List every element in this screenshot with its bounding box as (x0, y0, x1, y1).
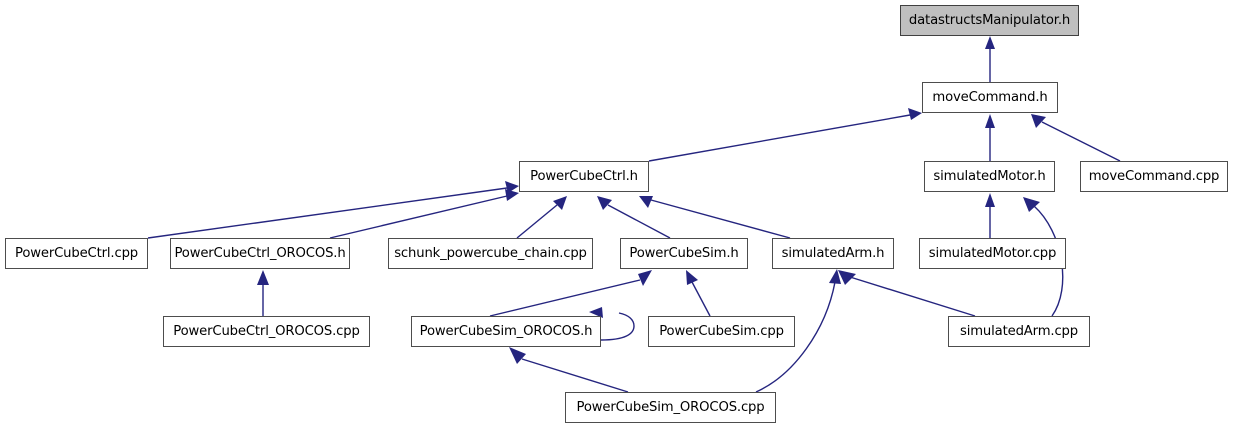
arrowhead (509, 347, 526, 364)
node-simulatedMotor-cpp[interactable]: simulatedMotor.cpp (919, 238, 1066, 269)
edge-simulatedArm_h-to-PowerCubeCtrl_h (650, 199, 791, 239)
node-PowerCubeCtrl-OROCOS-cpp[interactable]: PowerCubeCtrl_OROCOS.cpp (163, 316, 370, 347)
node-schunk-powercube-chain-cpp[interactable]: schunk_powercube_chain.cpp (388, 238, 593, 269)
arrowhead (1031, 114, 1046, 128)
node-PowerCubeSim-h[interactable]: PowerCubeSim.h (620, 238, 748, 269)
edge-PowerCubeSim_cpp-to-PowerCubeSim_h (691, 281, 711, 317)
node-datastructsManipulator-h[interactable]: datastructsManipulator.h (900, 5, 1079, 36)
arrowhead (985, 36, 995, 49)
node-moveCommand-cpp[interactable]: moveCommand.cpp (1080, 161, 1228, 192)
arrowhead (829, 269, 841, 284)
arrowhead (597, 196, 612, 210)
node-PowerCubeSim-OROCOS-cpp[interactable]: PowerCubeSim_OROCOS.cpp (565, 392, 776, 423)
node-PowerCubeCtrl-h[interactable]: PowerCubeCtrl.h (519, 161, 649, 192)
node-simulatedMotor-h[interactable]: simulatedMotor.h (924, 161, 1055, 192)
arrowhead (985, 114, 995, 128)
arrowhead (639, 196, 653, 208)
edge-schunk_powercube_chain_cpp-to-PowerCubeCtrl_h (516, 204, 558, 239)
arrowhead (553, 196, 567, 210)
edge-PowerCubeCtrl_OROCOS_h-to-PowerCubeCtrl_h (329, 195, 508, 239)
arrowhead (1023, 197, 1040, 212)
arrowhead (686, 270, 698, 285)
arrowhead (985, 193, 995, 207)
node-PowerCubeSim-OROCOS-h[interactable]: PowerCubeSim_OROCOS.h (411, 316, 601, 347)
node-PowerCubeSim-cpp[interactable]: PowerCubeSim.cpp (648, 316, 795, 347)
edge-moveCommand_cpp-to-moveCommand_h (1041, 121, 1121, 162)
node-moveCommand-h[interactable]: moveCommand.h (922, 82, 1058, 113)
node-simulatedArm-cpp[interactable]: simulatedArm.cpp (948, 316, 1090, 347)
edge-PowerCubeSim_OROCOS_h-to-PowerCubeSim_h (489, 279, 641, 317)
edge-PowerCubeSim_OROCOS_h-self-loop (600, 312, 635, 341)
arrowhead (505, 189, 519, 201)
arrowhead (838, 270, 856, 285)
edge-PowerCubeSim_OROCOS_cpp-to-PowerCubeSim_OROCOS_h (521, 358, 629, 393)
arrowhead (257, 270, 269, 285)
edge-PowerCubeCtrl_cpp-to-PowerCubeCtrl_h (147, 187, 508, 239)
node-simulatedArm-h[interactable]: simulatedArm.h (772, 238, 894, 269)
edge-PowerCubeCtrl_h-to-moveCommand_h (648, 114, 911, 162)
arrowhead (908, 108, 922, 120)
node-PowerCubeCtrl-OROCOS-h[interactable]: PowerCubeCtrl_OROCOS.h (170, 238, 350, 269)
edge-PowerCubeSim_h-to-PowerCubeCtrl_h (607, 204, 671, 239)
node-PowerCubeCtrl-cpp[interactable]: PowerCubeCtrl.cpp (5, 238, 148, 269)
edge-simulatedArm_cpp-to-simulatedArm_h (849, 276, 976, 317)
arrowhead (505, 181, 519, 193)
arrowhead (638, 270, 652, 286)
